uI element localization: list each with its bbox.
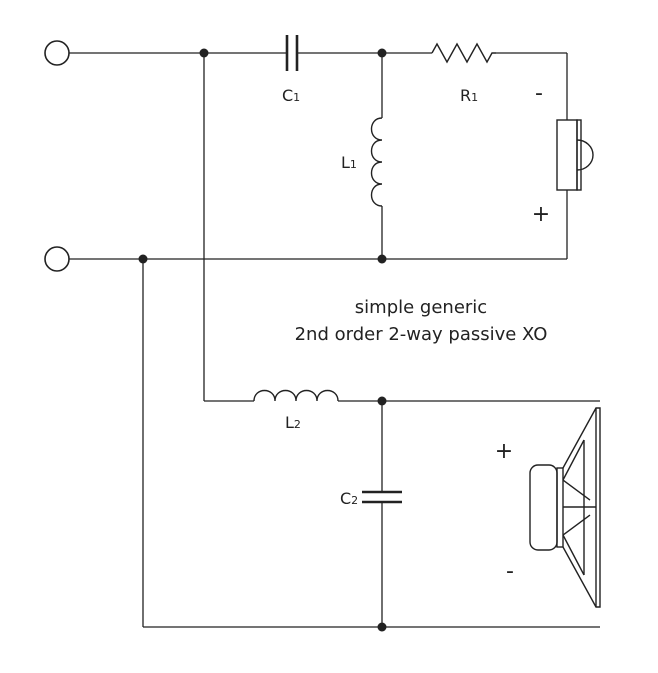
label-r1-letter: R (460, 86, 471, 105)
label-r1-subscript: 1 (471, 91, 478, 104)
label-c2: C2 (340, 489, 358, 508)
inductor-l2 (253, 389, 339, 402)
input-terminal-bottom (44, 246, 70, 272)
tweeter-icon (556, 119, 594, 191)
tweeter-polarity-minus: - (535, 81, 543, 106)
woofer-polarity-plus: + (495, 439, 513, 464)
capacitor-c1 (285, 35, 299, 71)
label-r1: R1 (460, 86, 478, 105)
tweeter-polarity-plus: + (532, 202, 550, 227)
label-l2: L2 (285, 413, 301, 432)
top-rail-wires (69, 52, 568, 259)
label-c2-letter: C (340, 489, 351, 508)
capacitor-c2 (362, 401, 402, 627)
input-terminal-top (44, 40, 70, 66)
label-l1: L1 (341, 153, 357, 172)
caption-line-1: simple generic (355, 297, 487, 318)
junction-nodes (138, 48, 387, 632)
return-rail-wires (69, 53, 600, 628)
label-c2-subscript: 2 (351, 494, 358, 507)
label-l1-subscript: 1 (350, 158, 357, 171)
label-c1-subscript: 1 (293, 91, 300, 104)
woofer-polarity-minus: - (506, 559, 514, 584)
label-c1-letter: C (282, 86, 293, 105)
label-c1: C1 (282, 86, 300, 105)
label-l2-subscript: 2 (294, 418, 301, 431)
woofer-icon (529, 407, 601, 608)
caption-line-2: 2nd order 2-way passive XO (295, 324, 548, 345)
inductor-l1 (370, 53, 383, 259)
resistor-r1 (431, 42, 496, 64)
label-l1-letter: L (341, 153, 350, 172)
label-l2-letter: L (285, 413, 294, 432)
